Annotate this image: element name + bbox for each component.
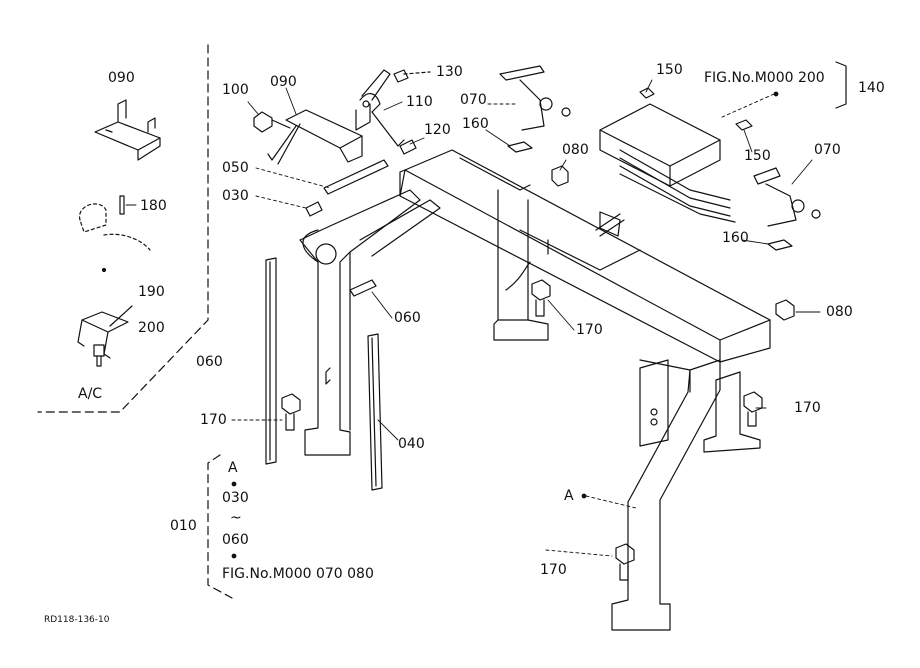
callout-090-inset: 090 <box>108 70 135 86</box>
callout-100: 100 <box>222 82 249 98</box>
inset-part-180 <box>79 195 151 273</box>
range-from: 030 <box>222 490 249 506</box>
point-a-marker-mid <box>581 493 587 499</box>
fig-bracket <box>835 61 847 109</box>
clip-160-b <box>767 239 793 251</box>
callout-170-bottom: 170 <box>540 562 567 578</box>
callout-130: 130 <box>436 64 463 80</box>
main-frame <box>299 149 771 631</box>
callout-120: 120 <box>424 122 451 138</box>
bolt-080-b <box>775 299 795 321</box>
callout-140: 140 <box>858 80 885 96</box>
bolt-170-b <box>531 279 551 317</box>
callout-160-b: 160 <box>722 230 749 246</box>
inset-bracket-090 <box>94 99 161 161</box>
pin-030 <box>305 201 323 217</box>
callout-150-a: 150 <box>656 62 683 78</box>
callout-040: 040 <box>398 436 425 452</box>
bracket-070-b <box>753 167 821 227</box>
callout-110: 110 <box>406 94 433 110</box>
rod-050 <box>323 159 389 195</box>
bolt-130 <box>393 69 431 83</box>
bracket-090 <box>267 103 371 165</box>
bolt-150 <box>735 119 753 131</box>
callout-150-b: 150 <box>744 148 771 164</box>
cable-harness <box>505 213 625 291</box>
pin-120 <box>399 139 417 155</box>
range-point-a: A <box>228 460 238 476</box>
fig-reference-bottom: FIG.No.M000 070 080 <box>222 566 374 582</box>
range-tilde: ~ <box>230 510 242 526</box>
drawing-number: RD118-136-10 <box>44 615 110 625</box>
callout-030: 030 <box>222 188 249 204</box>
callout-060-left: 060 <box>196 354 223 370</box>
callout-170-left: 170 <box>200 412 227 428</box>
leader-lines <box>125 79 821 557</box>
bolt-080-a <box>551 165 569 187</box>
bolt-170-a <box>281 393 301 431</box>
strip-040 <box>367 333 383 491</box>
callout-080-b: 080 <box>826 304 853 320</box>
callout-190: 190 <box>138 284 165 300</box>
callout-200: 200 <box>138 320 165 336</box>
range-to: 060 <box>222 532 249 548</box>
inset-bracket-190 <box>77 305 133 367</box>
bolt-170-c <box>743 391 763 427</box>
strip-060-left <box>265 257 277 465</box>
strip-060 <box>349 279 377 297</box>
callout-180: 180 <box>140 198 167 214</box>
callout-090: 090 <box>270 74 297 90</box>
callout-160-a: 160 <box>462 116 489 132</box>
ac-label: A/C <box>78 386 103 402</box>
callout-170-center: 170 <box>576 322 603 338</box>
callout-070-b: 070 <box>814 142 841 158</box>
fig-reference-top: FIG.No.M000 200 <box>704 70 825 86</box>
point-a-label: A <box>564 488 574 504</box>
group-bracket <box>207 454 233 599</box>
bracket-070-a <box>499 65 571 131</box>
callout-080-a: 080 <box>562 142 589 158</box>
lever-110 <box>359 69 405 147</box>
callout-050: 050 <box>222 160 249 176</box>
ac-dashed-boundary <box>37 44 209 413</box>
callout-170-right: 170 <box>794 400 821 416</box>
range-marker-a <box>231 481 237 487</box>
callout-010: 010 <box>170 518 197 534</box>
bolt-100 <box>253 111 291 133</box>
bolt-170-d <box>615 543 635 581</box>
clip-160-a <box>507 141 533 153</box>
point-a-marker-top <box>773 91 779 97</box>
callout-070-a: 070 <box>460 92 487 108</box>
range-marker-fig <box>231 553 237 559</box>
relay-box-150 <box>599 87 736 223</box>
callout-060: 060 <box>394 310 421 326</box>
